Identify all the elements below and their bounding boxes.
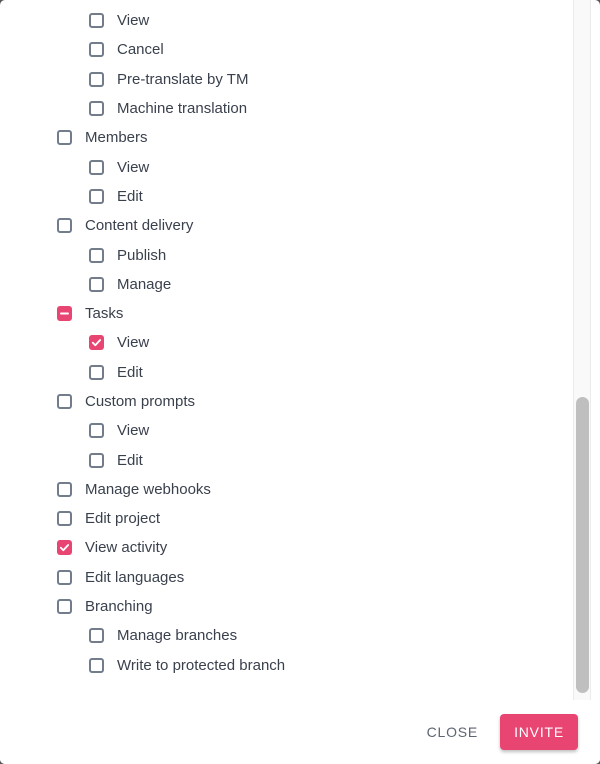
permission-row[interactable]: Pre-translate by TM [0, 65, 600, 94]
permission-label: Cancel [117, 41, 164, 59]
checkbox[interactable] [57, 511, 72, 527]
permission-row[interactable]: Write to protected branch [0, 651, 600, 680]
permission-label: Manage webhooks [85, 480, 211, 498]
permission-row[interactable]: Edit [0, 445, 600, 474]
checkbox[interactable] [89, 423, 104, 439]
permission-label: Edit languages [85, 568, 185, 586]
permission-row[interactable]: Edit [0, 182, 600, 211]
permission-row[interactable]: Members [0, 123, 600, 152]
checkmark-icon [91, 339, 102, 347]
permission-label: Edit [117, 363, 143, 381]
permission-row[interactable]: Tasks [0, 299, 600, 328]
permission-label: Machine translation [117, 100, 248, 118]
permission-label: Manage branches [117, 627, 238, 645]
permission-label: View activity [85, 539, 168, 557]
dialog-footer: CLOSE INVITE [0, 700, 600, 764]
scrollbar-track[interactable] [573, 0, 591, 700]
permission-row[interactable]: Manage webhooks [0, 475, 600, 504]
permission-row[interactable]: Manage branches [0, 621, 600, 650]
checkbox[interactable] [89, 452, 104, 468]
permission-label: Content delivery [85, 217, 194, 235]
permission-row[interactable]: Manage [0, 270, 600, 299]
permission-label: View [117, 158, 150, 176]
checkbox[interactable] [57, 481, 72, 497]
permission-label: Custom prompts [85, 393, 196, 410]
checkbox[interactable] [57, 599, 72, 615]
permission-row[interactable]: Edit [0, 358, 600, 387]
permission-label: Edit project [85, 510, 161, 528]
permission-label: View [117, 12, 150, 30]
checkbox[interactable] [57, 394, 72, 409]
checkbox[interactable] [89, 657, 104, 673]
checkbox[interactable] [89, 101, 104, 117]
permission-row[interactable]: Edit languages [0, 563, 600, 592]
permission-row[interactable]: View [0, 152, 600, 181]
permission-row[interactable]: View activity [0, 533, 600, 562]
permission-row[interactable]: View [0, 416, 600, 445]
checkbox[interactable] [89, 71, 104, 87]
checkbox-checked[interactable] [89, 335, 104, 351]
permission-label: Edit [117, 187, 143, 205]
permission-row[interactable]: View [0, 6, 600, 35]
permission-label: View [117, 334, 150, 352]
checkbox[interactable] [89, 628, 104, 644]
permission-row[interactable]: Custom prompts [0, 387, 600, 416]
checkbox[interactable] [57, 569, 72, 585]
checkbox[interactable] [89, 276, 104, 292]
checkbox[interactable] [57, 130, 72, 146]
permission-row[interactable]: Machine translation [0, 94, 600, 123]
permission-row[interactable]: Edit project [0, 504, 600, 533]
scrollbar-thumb[interactable] [575, 397, 589, 693]
permission-label: Members [85, 129, 148, 147]
invite-button[interactable]: INVITE [500, 714, 578, 750]
permission-label: Write to protected branch [117, 656, 286, 674]
checkbox[interactable] [89, 188, 104, 204]
checkbox-checked[interactable] [57, 540, 72, 556]
permission-label: Branching [85, 598, 153, 616]
permission-row[interactable]: Cancel [0, 35, 600, 64]
close-button[interactable]: CLOSE [417, 714, 488, 750]
permission-row[interactable]: View [0, 328, 600, 357]
checkbox-indeterminate[interactable] [57, 306, 72, 322]
checkbox[interactable] [89, 42, 104, 58]
checkbox[interactable] [89, 159, 104, 175]
permission-label: Edit [117, 451, 143, 469]
checkbox[interactable] [57, 218, 72, 234]
permission-row[interactable]: Content delivery [0, 211, 600, 240]
permission-label: Manage [117, 275, 172, 293]
permission-row[interactable]: Branching [0, 592, 600, 621]
permission-label: Publish [117, 246, 167, 264]
checkmark-icon [59, 544, 70, 552]
checkbox[interactable] [89, 13, 104, 29]
checkbox[interactable] [89, 247, 104, 263]
permission-label: Pre-translate by TM [117, 70, 249, 88]
indeterminate-icon [60, 312, 69, 315]
permission-label: Tasks [85, 305, 124, 323]
permission-label: View [117, 422, 150, 440]
permission-row[interactable]: Publish [0, 240, 600, 269]
checkbox[interactable] [89, 364, 104, 380]
